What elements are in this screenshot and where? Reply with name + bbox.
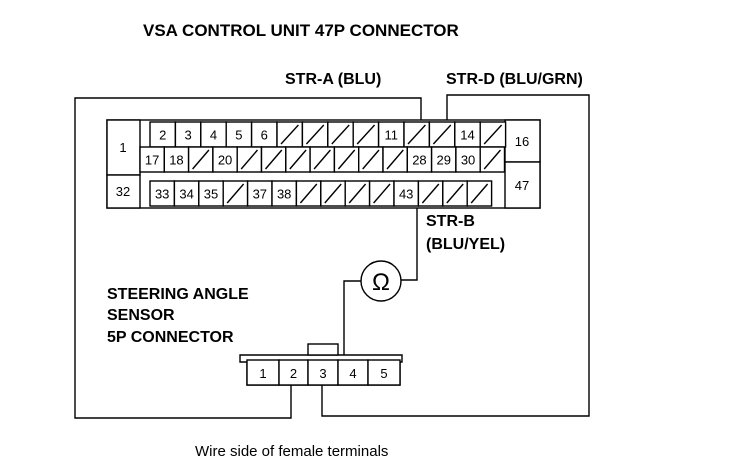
pin-4: 4 [200, 121, 227, 148]
svg-text:5: 5 [235, 128, 242, 143]
pin-37: 37 [246, 180, 273, 207]
svg-text:17: 17 [145, 153, 159, 168]
pin-empty [309, 146, 336, 173]
wire-meter-to-pin4 [343, 280, 361, 355]
pin-38: 38 [271, 180, 298, 207]
wire-str-b [401, 205, 418, 281]
label-str-d: STR-D (BLU/GRN) [446, 71, 583, 88]
svg-text:20: 20 [218, 153, 232, 168]
pin-47 [504, 161, 541, 209]
svg-text:38: 38 [277, 187, 291, 202]
svg-text:2: 2 [290, 366, 297, 381]
pin-empty [327, 121, 354, 148]
svg-text:16: 16 [515, 134, 529, 149]
pin-empty [479, 146, 506, 173]
svg-text:47: 47 [515, 178, 529, 193]
svg-text:2: 2 [159, 128, 166, 143]
svg-text:3: 3 [319, 366, 326, 381]
svg-text:43: 43 [399, 187, 413, 202]
pin-empty [442, 180, 468, 207]
svg-text:28: 28 [412, 153, 426, 168]
svg-text:4: 4 [349, 366, 356, 381]
pin-empty [479, 121, 507, 148]
svg-text:1: 1 [259, 366, 266, 381]
svg-text:14: 14 [460, 128, 474, 143]
pin-29: 29 [430, 146, 457, 173]
svg-text:29: 29 [437, 153, 451, 168]
pin-empty [301, 121, 329, 148]
svg-text:37: 37 [253, 187, 267, 202]
pin-empty [417, 180, 444, 207]
svg-text:33: 33 [155, 187, 169, 202]
ohmmeter-icon: Ω [360, 260, 402, 302]
pin-empty [403, 121, 431, 148]
label-str-b-color: (BLU/YEL) [426, 236, 505, 253]
pin-empty [285, 146, 311, 173]
pin-30: 30 [455, 146, 481, 173]
pin-empty [276, 121, 304, 148]
svg-text:34: 34 [179, 187, 193, 202]
sensor-pin-2: 2 [278, 359, 309, 386]
diagram-title: VSA CONTROL UNIT 47P CONNECTOR [143, 21, 459, 40]
label-str-b: STR-B [426, 213, 475, 230]
pin-20: 20 [212, 146, 238, 173]
sensor-pin-3: 3 [307, 359, 339, 386]
pin-6: 6 [250, 121, 278, 148]
sensor-pin-1: 1 [246, 359, 280, 386]
pin-empty [187, 146, 214, 173]
pin-empty [320, 180, 346, 207]
label-str-a: STR-A (BLU) [285, 71, 381, 88]
sensor-pin-4: 4 [337, 359, 369, 386]
pin-14: 14 [454, 121, 481, 148]
svg-text:3: 3 [184, 128, 191, 143]
pin-empty [236, 146, 263, 173]
pin-11: 11 [377, 121, 405, 148]
svg-text:18: 18 [169, 153, 183, 168]
pin-empty [428, 121, 456, 148]
pin-empty [260, 146, 287, 173]
sensor-pin-5: 5 [367, 359, 401, 386]
pin-empty [352, 121, 380, 148]
svg-text:1: 1 [119, 140, 126, 155]
svg-text:32: 32 [116, 184, 130, 199]
pin-35: 35 [198, 180, 224, 207]
pin-34: 34 [173, 180, 200, 207]
ohm-symbol: Ω [372, 269, 390, 296]
pin-empty [382, 146, 408, 173]
svg-text:4: 4 [210, 128, 217, 143]
pin-28: 28 [406, 146, 433, 173]
pin-empty [466, 180, 493, 207]
sensor-label-2: SENSOR [107, 307, 175, 324]
caption: Wire side of female terminals [195, 443, 388, 460]
pin-43: 43 [393, 180, 420, 207]
svg-text:30: 30 [461, 153, 475, 168]
sensor-label-1: STEERING ANGLE [107, 286, 249, 303]
pin-empty [344, 180, 371, 207]
pin-2: 2 [149, 121, 177, 148]
svg-text:5: 5 [380, 366, 387, 381]
pin-empty [368, 180, 395, 207]
pin-32 [106, 174, 141, 209]
sensor-label-3: 5P CONNECTOR [107, 329, 234, 346]
svg-text:35: 35 [204, 187, 218, 202]
pin-3: 3 [174, 121, 202, 148]
pin-empty [333, 146, 360, 173]
pin-17: 17 [139, 146, 165, 173]
connector-latch [307, 343, 339, 356]
pin-empty [222, 180, 249, 207]
svg-text:11: 11 [385, 128, 399, 143]
pin-5: 5 [225, 121, 253, 148]
svg-text:6: 6 [261, 128, 268, 143]
steering-angle-5p-connector: 1 2 3 4 5 [239, 343, 403, 386]
pin-empty [295, 180, 322, 207]
wire-str-a [74, 97, 422, 419]
pin-18: 18 [163, 146, 190, 173]
wires [74, 94, 590, 419]
pin-33: 33 [149, 180, 176, 207]
wire-str-d [321, 94, 590, 417]
pin-empty [358, 146, 384, 173]
